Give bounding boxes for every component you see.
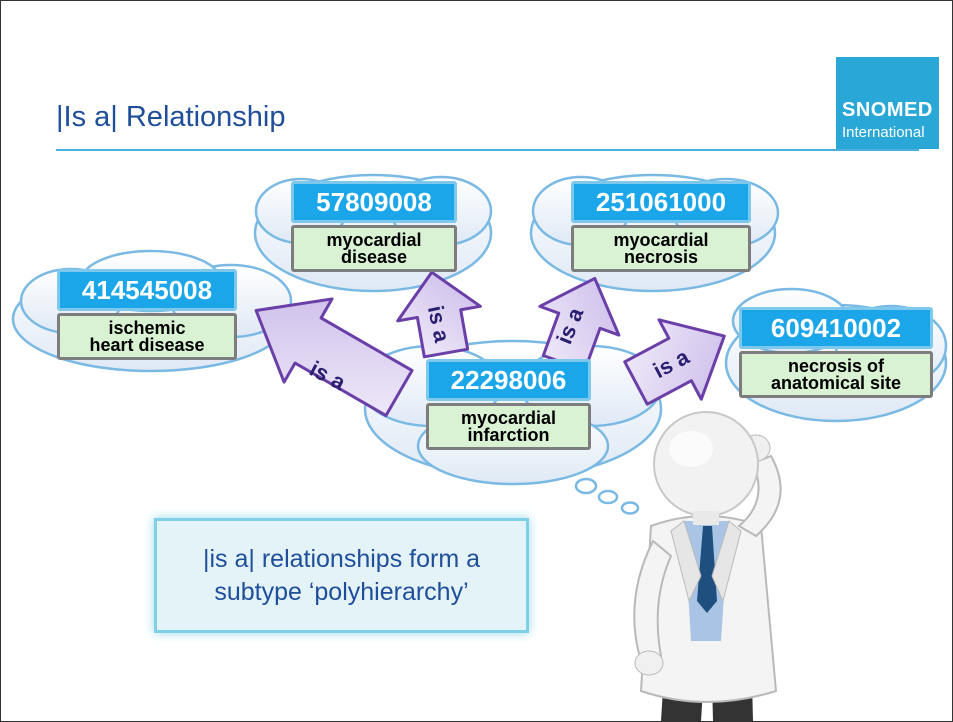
concept-id: 57809008 <box>291 181 457 223</box>
concept-term: ischemic heart disease <box>57 313 237 360</box>
logo-text-international: International <box>842 124 925 141</box>
slide-title: |Is a| Relationship <box>56 101 286 133</box>
snomed-logo: SNOMED International <box>836 57 939 149</box>
callout-line2: subtype ‘polyhierarchy’ <box>214 578 469 606</box>
concept-term-line2: necrosis <box>623 247 699 267</box>
concept-term-line2: disease <box>340 247 408 267</box>
concept-term: myocardial disease <box>291 225 457 272</box>
concept-term-line2: heart disease <box>89 335 205 355</box>
concept-term: myocardial necrosis <box>571 225 751 272</box>
title-divider <box>56 149 919 151</box>
concept-22298006[interactable]: 22298006 myocardial infarction <box>426 359 591 450</box>
concept-term-line1: necrosis of <box>787 356 885 376</box>
concept-id: 22298006 <box>426 359 591 401</box>
thought-bubbles <box>574 477 640 515</box>
concept-term-line1: myocardial <box>326 230 422 250</box>
concept-609410002[interactable]: 609410002 necrosis of anatomical site <box>739 307 933 398</box>
is-a-arrow-right <box>623 318 726 406</box>
concept-term-line1: myocardial <box>460 408 557 428</box>
is-a-arrow-left <box>254 297 414 418</box>
concept-57809008[interactable]: 57809008 myocardial disease <box>291 181 457 272</box>
concept-id: 609410002 <box>739 307 933 349</box>
callout-line1: |is a| relationships form a <box>203 545 480 573</box>
polyhierarchy-callout: |is a| relationships form a subtype ‘pol… <box>154 518 529 633</box>
concept-term-line2: anatomical site <box>770 373 902 393</box>
thinking-doctor-figure <box>633 411 782 721</box>
concept-term: necrosis of anatomical site <box>739 351 933 398</box>
concept-id: 414545008 <box>57 269 237 311</box>
concept-term-line1: ischemic <box>108 318 186 338</box>
concept-251061000[interactable]: 251061000 myocardial necrosis <box>571 181 751 272</box>
concept-414545008[interactable]: 414545008 ischemic heart disease <box>57 269 237 360</box>
logo-text-snomed: SNOMED <box>842 99 933 121</box>
concept-term-line2: infarction <box>467 425 550 445</box>
is-a-arrow-up-left <box>396 270 482 359</box>
concept-term: myocardial infarction <box>426 403 591 450</box>
concept-term-line1: myocardial <box>613 230 709 250</box>
concept-id: 251061000 <box>571 181 751 223</box>
